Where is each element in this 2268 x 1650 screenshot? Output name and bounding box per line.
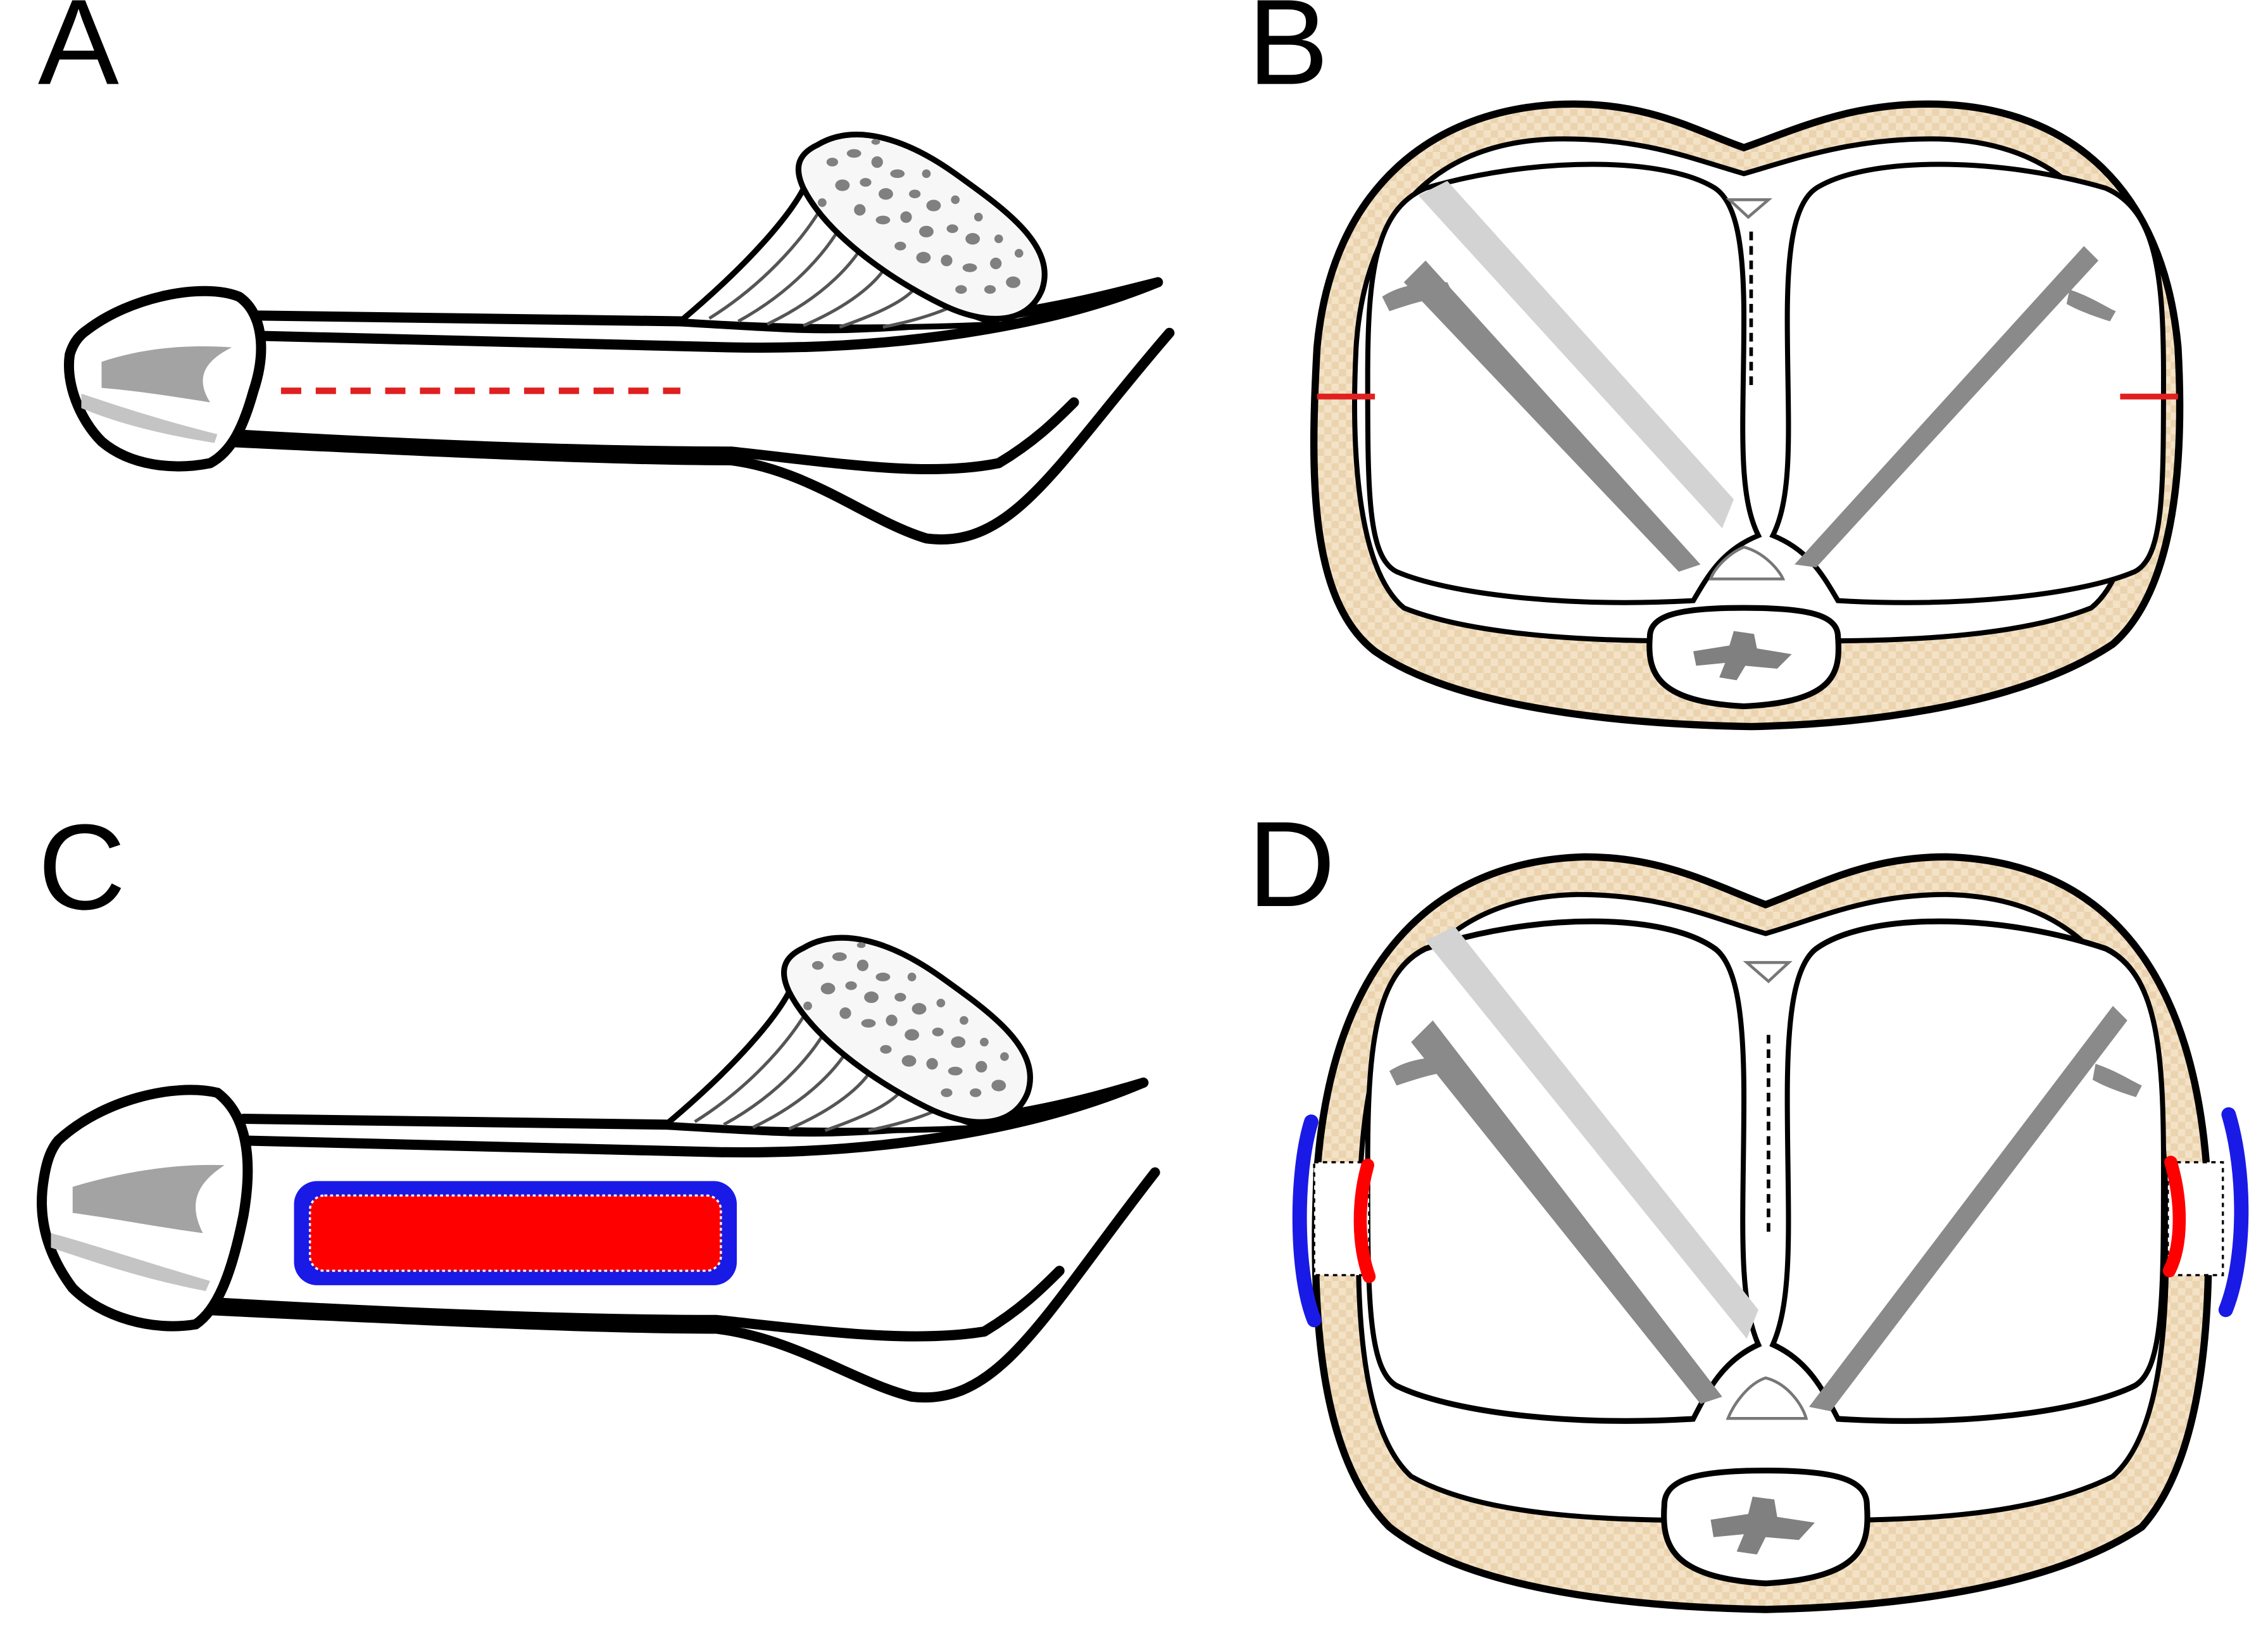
shaft-lower-line-c (197, 1167, 1160, 1403)
branch-left-d (1389, 1056, 1462, 1086)
implant-outer-right (2218, 1107, 2249, 1318)
panel-label-d: D (1248, 796, 1336, 932)
diagonal-band-light-d (1425, 926, 1758, 1339)
implant-inner-right (2162, 1156, 2186, 1278)
diagonal-band-dark-left-d (1411, 1020, 1722, 1404)
shaft-belly-line (227, 397, 1079, 475)
implant-outer-left (1292, 1114, 1322, 1328)
panel-a: A (38, 0, 1175, 545)
panel-b: B (1248, 0, 2184, 731)
vertebral-body-d (1726, 1376, 1808, 1420)
vertebral-body (1708, 545, 1786, 581)
diagonal-band-dark-right-d (1808, 1005, 2127, 1411)
implant-inner (308, 1194, 722, 1272)
diagonal-band-light (1418, 180, 1734, 529)
shaft-inner-line-c (238, 1077, 1149, 1157)
panel-d: D (1248, 796, 2249, 1613)
shaft-lower-line (212, 327, 1175, 545)
branch-left (1382, 282, 1455, 312)
panel-label-a: A (38, 0, 119, 110)
shaft-inner-line (253, 277, 1163, 353)
distal-cap-c (37, 1085, 253, 1332)
sternum-d (1743, 960, 1793, 983)
diagonal-band-dark-right (1795, 246, 2099, 568)
spine (1646, 605, 1842, 710)
panel-label-c: C (38, 799, 126, 935)
panel-label-b: B (1248, 0, 1329, 110)
shaft-belly-line-c (212, 1266, 1065, 1342)
branch-right (2066, 289, 2116, 322)
branch-right-d (2092, 1064, 2142, 1097)
diagonal-band-dark-left (1403, 260, 1701, 572)
sternum (1726, 198, 1773, 219)
panel-c: C (37, 799, 1160, 1403)
spine-d (1661, 1467, 1870, 1587)
implant-inner-left (1353, 1158, 1376, 1283)
distal-cap (64, 286, 266, 472)
